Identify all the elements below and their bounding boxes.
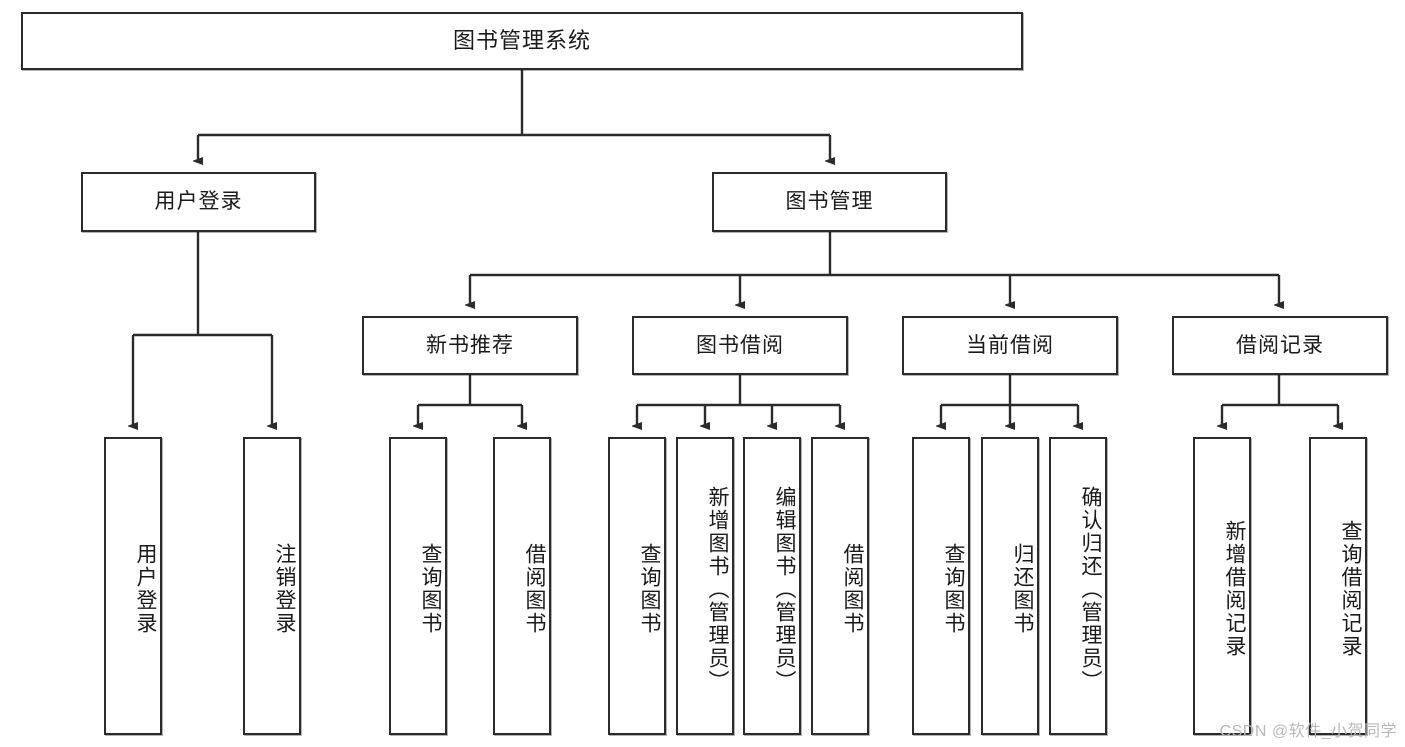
node-leaf-current-return-book-label: 归还图书 xyxy=(1011,543,1034,635)
node-book-borrow-label: 图书借阅 xyxy=(696,333,784,357)
node-leaf-current-confirm-return[interactable]: 确认归还（管理员） xyxy=(1049,437,1107,735)
node-leaf-recommend-query-book[interactable]: 查询图书 xyxy=(389,437,447,735)
node-leaf-user-login[interactable]: 用户登录 xyxy=(104,437,162,735)
node-user-login[interactable]: 用户登录 xyxy=(81,172,316,232)
node-leaf-current-return-book[interactable]: 归还图书 xyxy=(981,437,1039,735)
node-root-label: 图书管理系统 xyxy=(452,27,591,53)
node-leaf-borrow-add-book[interactable]: 新增图书（管理员） xyxy=(676,437,734,735)
node-leaf-record-add-label: 新增借阅记录 xyxy=(1223,520,1246,658)
node-current-borrow-label: 当前借阅 xyxy=(966,333,1054,357)
node-borrow-record-label: 借阅记录 xyxy=(1236,333,1324,357)
node-book-manage-label: 图书管理 xyxy=(785,190,874,214)
node-leaf-borrow-add-book-label: 新增图书（管理员） xyxy=(706,485,729,693)
node-leaf-user-login-label: 用户登录 xyxy=(134,543,157,635)
node-user-login-label: 用户登录 xyxy=(154,190,243,214)
node-leaf-user-logout[interactable]: 注销登录 xyxy=(243,437,301,735)
node-leaf-recommend-borrow-book[interactable]: 借阅图书 xyxy=(493,437,551,735)
node-leaf-recommend-borrow-book-label: 借阅图书 xyxy=(523,543,546,635)
node-book-manage[interactable]: 图书管理 xyxy=(712,172,947,232)
node-current-borrow[interactable]: 当前借阅 xyxy=(902,316,1118,375)
node-leaf-recommend-query-book-label: 查询图书 xyxy=(419,543,442,635)
node-leaf-current-query-book-label: 查询图书 xyxy=(942,543,965,635)
node-new-book-recommend[interactable]: 新书推荐 xyxy=(362,316,578,375)
node-leaf-record-query-label: 查询借阅记录 xyxy=(1339,520,1362,658)
node-leaf-borrow-edit-book[interactable]: 编辑图书（管理员） xyxy=(743,437,801,735)
node-leaf-borrow-borrow-book-label: 借阅图书 xyxy=(841,543,864,635)
watermark-text: CSDN @软件_小贺同学 xyxy=(1219,723,1397,740)
node-leaf-borrow-query-book-label: 查询图书 xyxy=(638,543,661,635)
node-borrow-record[interactable]: 借阅记录 xyxy=(1172,316,1388,375)
node-leaf-record-add[interactable]: 新增借阅记录 xyxy=(1193,437,1251,735)
node-leaf-borrow-query-book[interactable]: 查询图书 xyxy=(608,437,666,735)
node-leaf-borrow-edit-book-label: 编辑图书（管理员） xyxy=(773,485,796,693)
node-new-book-recommend-label: 新书推荐 xyxy=(426,333,514,357)
node-leaf-user-logout-label: 注销登录 xyxy=(273,543,296,635)
node-leaf-borrow-borrow-book[interactable]: 借阅图书 xyxy=(811,437,869,735)
node-leaf-current-confirm-return-label: 确认归还（管理员） xyxy=(1079,485,1102,693)
node-book-borrow[interactable]: 图书借阅 xyxy=(632,316,848,375)
node-leaf-current-query-book[interactable]: 查询图书 xyxy=(912,437,970,735)
node-leaf-record-query[interactable]: 查询借阅记录 xyxy=(1309,437,1367,735)
node-root[interactable]: 图书管理系统 xyxy=(21,12,1023,70)
